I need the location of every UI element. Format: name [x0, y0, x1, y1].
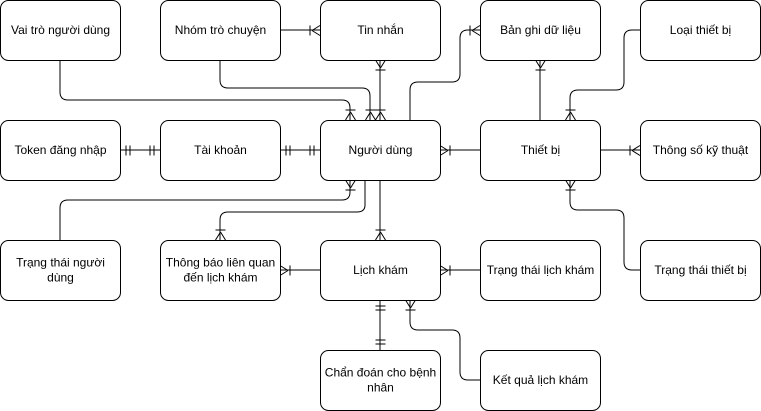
edge-nguoi-dung-thong-bao — [215, 180, 366, 241]
edge-lich-kham-chan-doan — [375, 300, 386, 350]
entity-vai-tro[interactable]: Vai trò người dùng — [0, 0, 121, 61]
entity-thong-so[interactable]: Thông số kỹ thuật — [640, 120, 761, 181]
entity-label: Lịch khám — [353, 263, 408, 277]
entity-label: đến lịch khám — [183, 271, 257, 285]
edge-tin-nhan-nguoi-dung — [375, 59, 386, 121]
edge-vai-tro-nguoi-dung — [59, 60, 356, 121]
edge-nguoi-dung-thiet-bi — [439, 145, 480, 156]
edge-nguoi-dung-ban-ghi — [409, 25, 481, 120]
entity-label: Nhóm trò chuyện — [175, 23, 266, 37]
entity-box — [320, 120, 441, 181]
entity-box — [480, 0, 601, 61]
entity-label: Thông báo liên quan — [166, 256, 275, 270]
edge-trang-thai-nguoi-dung — [59, 179, 356, 240]
entity-label: Người dùng — [349, 143, 413, 157]
entity-ket-qua[interactable]: Kết quả lịch khám — [480, 350, 601, 411]
entity-label: Trạng thái người — [16, 256, 105, 270]
entity-label: Tài khoản — [194, 143, 247, 157]
entity-box — [0, 120, 121, 181]
edge-thiet-bi-trang-thai — [565, 179, 640, 271]
entity-label: Vai trò người dùng — [11, 23, 110, 37]
entity-token[interactable]: Token đăng nhập — [0, 120, 121, 181]
entity-label: Loại thiết bị — [670, 23, 731, 37]
edge-loai-thiet-bi — [565, 29, 640, 121]
entity-label: nhân — [367, 381, 394, 395]
entity-ban-ghi[interactable]: Bản ghi dữ liệu — [480, 0, 601, 61]
entity-label: Thông số kỹ thuật — [653, 143, 749, 157]
edge-thong-so-thiet-bi — [600, 145, 641, 156]
edge-ban-ghi-thiet-bi — [535, 59, 546, 120]
edge-tai-khoan-nguoi-dung — [280, 145, 320, 156]
entity-label: Tin nhắn — [357, 22, 403, 37]
entity-box — [160, 120, 281, 181]
entity-box — [320, 0, 441, 61]
edge-lich-kham-ket-qua — [405, 299, 480, 381]
entity-label: Bản ghi dữ liệu — [500, 23, 581, 37]
entity-lich-kham[interactable]: Lịch khám — [320, 240, 441, 301]
entity-tin-nhan[interactable]: Tin nhắn — [320, 0, 441, 61]
edge-nguoi-dung-lich-kham — [375, 180, 386, 241]
entity-box — [0, 0, 121, 61]
entity-thiet-bi[interactable]: Thiết bị — [480, 120, 601, 181]
entity-trang-thai-lich-kham[interactable]: Trạng thái lịch khám — [480, 240, 601, 301]
entity-label: Trạng thái lịch khám — [487, 263, 595, 277]
entity-box — [320, 240, 441, 301]
entity-label: Trạng thái thiết bị — [654, 263, 746, 277]
edge-nhom-tin-nhan — [280, 25, 321, 36]
entity-loai-thiet-bi[interactable]: Loại thiết bị — [640, 0, 761, 61]
entity-label: dùng — [47, 271, 74, 285]
entity-box — [160, 0, 281, 61]
entity-box — [160, 240, 281, 301]
entity-tai-khoan[interactable]: Tài khoản — [160, 120, 281, 181]
entity-nguoi-dung[interactable]: Người dùng — [320, 120, 441, 181]
entity-box — [480, 120, 601, 181]
entity-label: Chẩn đoán cho bệnh — [325, 366, 436, 380]
edge-trang-thai-lich-kham — [439, 265, 480, 276]
entity-box — [0, 240, 121, 301]
entity-trang-thai-thiet-bi[interactable]: Trạng thái thiết bị — [640, 240, 761, 301]
edge-nhom-nguoi-dung — [219, 60, 376, 121]
entity-label: Thiết bị — [521, 143, 560, 157]
entity-nhom-tro-chuyen[interactable]: Nhóm trò chuyện — [160, 0, 281, 61]
entity-label: Token đăng nhập — [14, 143, 106, 157]
entity-box — [480, 240, 601, 301]
edge-lich-kham-thong-bao — [279, 265, 320, 276]
entity-label: Kết quả lịch khám — [493, 373, 588, 387]
edge-token-tai-khoan — [120, 145, 160, 156]
